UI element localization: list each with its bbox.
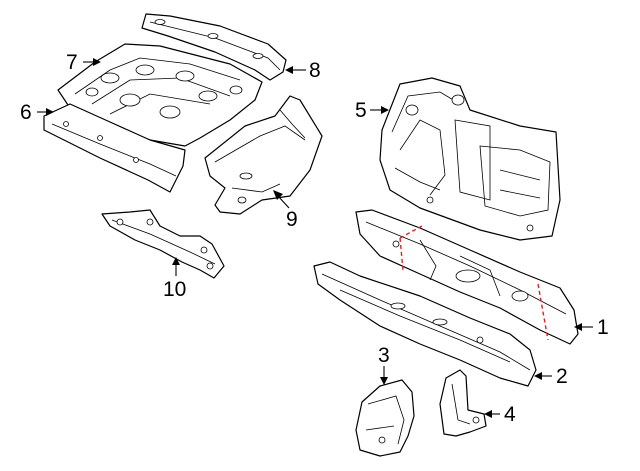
leader-9 [277, 195, 290, 209]
arrow-5 [381, 106, 389, 114]
callout-leaders [37, 58, 593, 418]
part-1-reinforcement [355, 209, 579, 345]
arrow-1 [574, 323, 582, 331]
arrow-2 [534, 372, 542, 380]
part-9-support [204, 95, 323, 215]
part-3-bracket [355, 379, 415, 457]
part-2-lower-panel [313, 261, 537, 387]
callout-10: 10 [163, 278, 186, 301]
arrow-3 [380, 377, 388, 385]
callout-2: 2 [556, 365, 568, 388]
part-4-bracket [439, 369, 487, 437]
part-7-shelf-panel [57, 43, 263, 147]
arrow-8 [285, 66, 293, 74]
callout-9: 9 [286, 208, 298, 231]
part-6-shelf-rail [43, 103, 186, 193]
callout-4: 4 [504, 403, 516, 426]
arrow-7 [93, 58, 101, 66]
callout-1: 1 [597, 316, 609, 339]
callout-6: 6 [20, 101, 32, 124]
callout-3: 3 [378, 344, 390, 367]
callout-8: 8 [309, 59, 321, 82]
callout-7: 7 [66, 51, 78, 74]
arrow-4 [484, 410, 492, 418]
part-5-rear-panel [379, 77, 561, 241]
part-10-bracket [101, 209, 225, 279]
cut-line-right [537, 283, 549, 341]
arrow-9 [273, 190, 283, 200]
part-8-rail [141, 13, 287, 81]
arrow-6 [46, 108, 54, 116]
arrow-10 [172, 257, 180, 265]
callout-5: 5 [355, 99, 367, 122]
cut-line-left [399, 237, 404, 271]
